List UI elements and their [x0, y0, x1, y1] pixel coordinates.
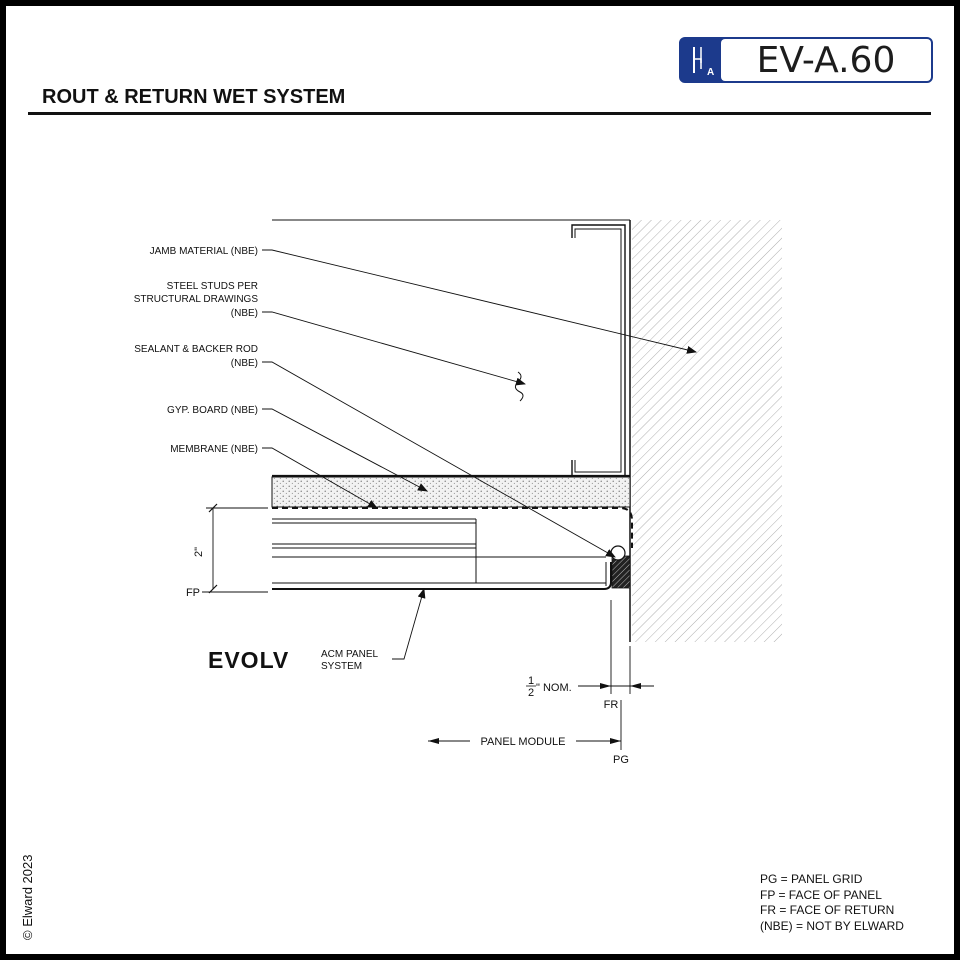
- elward-logo-icon: A: [681, 39, 721, 81]
- label-sealant-2: (NBE): [231, 358, 258, 369]
- dim-tick: [208, 503, 218, 513]
- nom-arrow-right: [630, 683, 641, 689]
- nom-denominator: 2: [528, 687, 534, 699]
- panel-module-arrow-left: [428, 738, 439, 744]
- gypsum-board: [271, 476, 631, 508]
- steel-stud: [571, 224, 626, 477]
- sealant: [611, 555, 631, 589]
- legend-item: FR = FACE OF RETURN: [760, 903, 895, 917]
- substrate-hatch: [632, 220, 782, 642]
- title-underline: [28, 112, 931, 115]
- sheet-number-badge: A EV-A.60: [679, 37, 933, 83]
- steel-stud-inner: [574, 228, 622, 473]
- sheet-code: EV-A.60: [756, 40, 896, 81]
- page-title: ROUT & RETURN WET SYSTEM: [42, 86, 346, 108]
- acm-panel-label-1: ACM PANEL: [321, 649, 378, 660]
- fp-label: FP: [186, 587, 200, 599]
- membrane: [272, 507, 633, 548]
- leader-gyp: [262, 408, 428, 492]
- nom-label: " NOM.: [536, 682, 572, 694]
- label-membrane: MEMBRANE (NBE): [170, 444, 258, 455]
- label-gyp-board: GYP. BOARD (NBE): [167, 405, 258, 416]
- leader-panel: [392, 588, 426, 660]
- panel-module-label: PANEL MODULE: [481, 736, 566, 748]
- legend-item: (NBE) = NOT BY ELWARD: [760, 918, 904, 933]
- copyright: © Elward 2023: [20, 854, 35, 940]
- dim-tick: [208, 584, 218, 594]
- pg-label: PG: [613, 754, 629, 766]
- nom-numerator: 1: [528, 675, 534, 687]
- nom-arrow-left: [600, 683, 611, 689]
- leader-jamb: [262, 249, 697, 354]
- fr-label: FR: [604, 699, 619, 711]
- abbreviation-legend: PG = PANEL GRID FP = FACE OF PANEL FR = …: [760, 872, 904, 934]
- label-sealant-1: SEALANT & BACKER ROD: [134, 344, 258, 355]
- badge-icon-letter: A: [707, 67, 714, 78]
- acm-panel-label-2: SYSTEM: [321, 661, 362, 672]
- backer-rod: [610, 545, 626, 561]
- leader-membrane: [262, 447, 378, 509]
- label-jamb-material: JAMB MATERIAL (NBE): [150, 246, 258, 257]
- legend-item: PG = PANEL GRID: [760, 872, 863, 886]
- leader-studs: [262, 311, 526, 386]
- badge-code-box: EV-A.60: [721, 39, 931, 81]
- panel-face: [272, 562, 612, 590]
- label-steel-studs-2: STRUCTURAL DRAWINGS: [134, 294, 259, 305]
- label-steel-studs-3: (NBE): [231, 308, 258, 319]
- label-steel-studs-1: STEEL STUDS PER: [167, 281, 258, 292]
- legend-item: FP = FACE OF PANEL: [760, 887, 882, 902]
- break-symbol: [514, 371, 524, 402]
- leader-sealant: [262, 361, 616, 558]
- evolv-logo: EVOLV: [208, 647, 289, 673]
- dim-2in-label: 2": [193, 547, 205, 557]
- panel-module-arrow-right: [610, 738, 621, 744]
